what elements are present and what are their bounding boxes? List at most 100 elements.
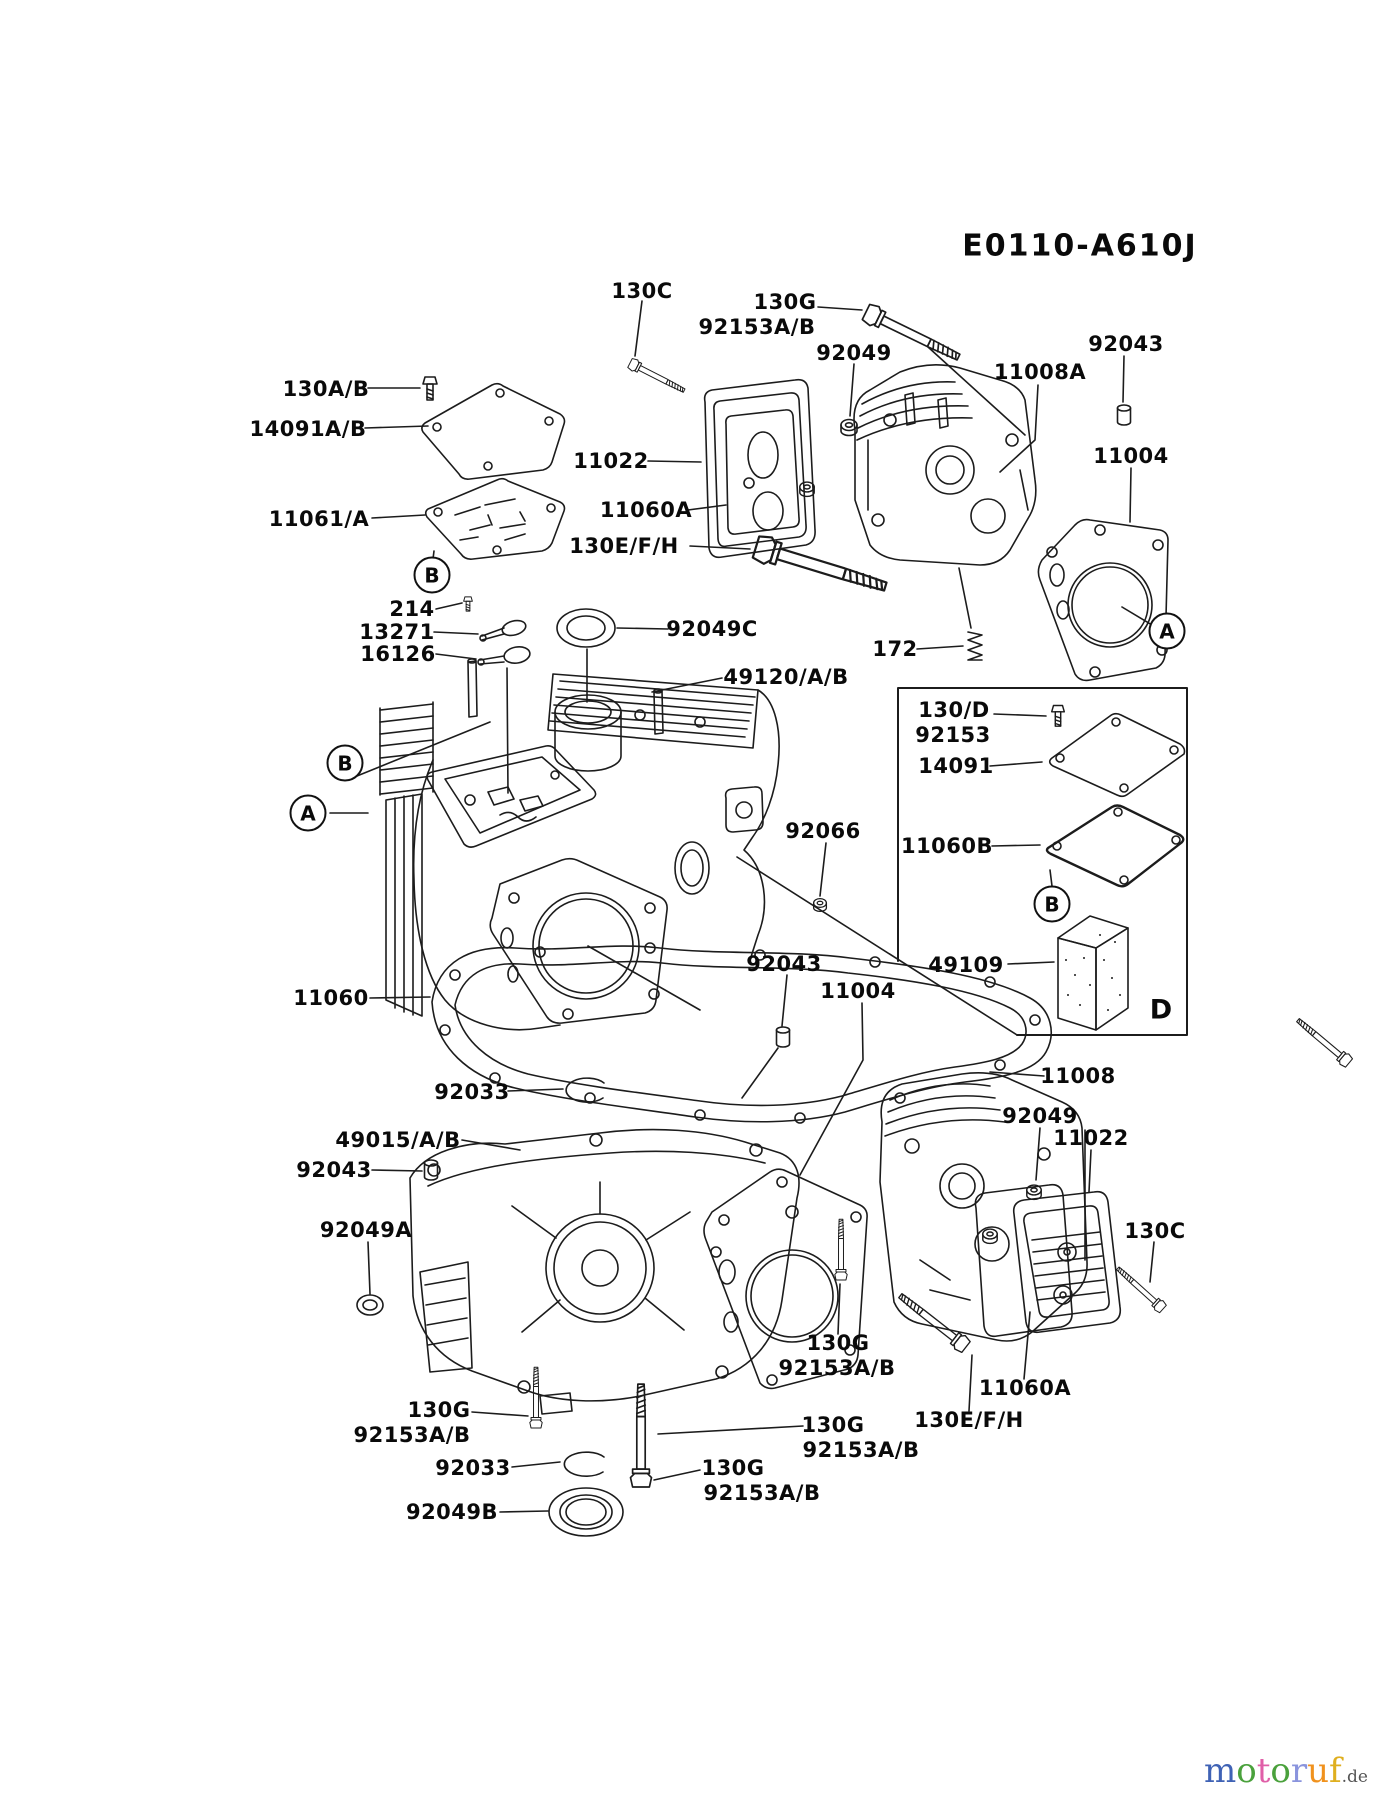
part-callout-130E-F-H: 130E/F/H [569, 534, 679, 558]
watermark-letter: f [1329, 1751, 1342, 1791]
inset-gasket-11060b [1045, 804, 1185, 888]
snap-ring-92033-icon [565, 1077, 605, 1103]
part-callout-11061-A: 11061/A [268, 507, 370, 531]
bolt-far-right-icon [1293, 1014, 1354, 1069]
part-callout-92153A-B: 92153A/B [778, 1356, 896, 1380]
part-callout-49120-A-B: 49120/A/B [723, 665, 849, 689]
part-callout-172: 172 [872, 637, 918, 661]
part-callout-92153A-B: 92153A/B [353, 1423, 471, 1447]
ref-marker-A: A [1148, 612, 1186, 650]
head-gasket-11004-bottom [703, 1168, 868, 1390]
part-callout-14091A-B: 14091A/B [249, 417, 367, 441]
inset-detail-box [736, 687, 1188, 1036]
part-callout-11004: 11004 [820, 979, 896, 1003]
watermark-logo: motoruf.de [1204, 1752, 1368, 1796]
part-callout-14091: 14091 [918, 754, 994, 778]
cylinder-head-11008-bottom [879, 1072, 1088, 1342]
ref-marker-D: D [1149, 994, 1173, 1026]
watermark-letter: o [1236, 1751, 1257, 1791]
bolt-130efh-bottom-icon [894, 1288, 972, 1355]
part-callout-92043: 92043 [1088, 332, 1164, 356]
bolt-130c-bottomright-icon [1113, 1263, 1168, 1315]
grommet-92049-top-icon [799, 418, 858, 498]
head-gasket-11004-top [1037, 518, 1169, 682]
dowel-92043-mid-icon [775, 1026, 791, 1048]
cylinder-head-11008a [853, 364, 1037, 566]
dowel-92043-top-icon [1116, 404, 1132, 426]
ref-marker-B: B [326, 744, 364, 782]
part-callout-92066: 92066 [785, 819, 861, 843]
cylinder-block-49120 [379, 658, 780, 1031]
part-callout-11004: 11004 [1093, 444, 1169, 468]
part-callout-130A-B: 130A/B [282, 377, 370, 401]
part-callout-92049C: 92049C [666, 617, 758, 641]
spring-172-icon [967, 631, 983, 661]
part-callout-92033: 92033 [435, 1456, 511, 1480]
gasket-11061a [424, 477, 566, 560]
part-callout-11060A: 11060A [978, 1376, 1072, 1400]
leader-lines [329, 300, 1155, 1513]
watermark-letter: o [1270, 1751, 1291, 1791]
part-callout-92049: 92049 [1002, 1104, 1078, 1128]
part-callout-130G: 130G [407, 1398, 471, 1422]
air-cleaner-cover-11022 [703, 378, 816, 559]
bolt-130c-top-icon [626, 356, 688, 397]
part-callout-11008A: 11008A [993, 360, 1087, 384]
part-callout-92049A: 92049A [319, 1218, 413, 1242]
inset-screw-130d-icon [1050, 704, 1066, 727]
inset-plate-14091 [1048, 712, 1186, 798]
part-callout-92049: 92049 [816, 341, 892, 365]
part-callout-92153A-B: 92153A/B [802, 1438, 920, 1462]
ref-marker-B: B [413, 556, 451, 594]
part-callout-130G: 130G [701, 1456, 765, 1480]
part-callout-11022: 11022 [573, 449, 649, 473]
seal-92049b-icon [548, 1487, 624, 1537]
part-callout-130C: 130C [1124, 1219, 1186, 1243]
part-callout-11060A: 11060A [599, 498, 693, 522]
crankcase-cover-49015 [409, 1128, 800, 1415]
bolt-130g-bottommid-icon [629, 1383, 653, 1488]
part-callout-92153: 92153 [915, 723, 991, 747]
part-callout-130G: 130G [801, 1413, 865, 1437]
lever-13271-icon [479, 619, 527, 642]
part-callout-11008: 11008 [1040, 1064, 1116, 1088]
part-callout-130-D: 130/D [918, 698, 990, 722]
element-49109 [1057, 915, 1129, 1031]
dowel-92043-bottom-icon [423, 1159, 439, 1181]
part-callout-92033: 92033 [434, 1080, 510, 1104]
part-callout-49015-A-B: 49015/A/B [335, 1128, 461, 1152]
snap-ring-92033-2-icon [563, 1451, 605, 1477]
watermark-letter: m [1203, 1751, 1237, 1791]
part-callout-214: 214 [389, 597, 435, 621]
bolt-130ab-icon [422, 376, 438, 401]
part-callout-11060: 11060 [293, 986, 369, 1010]
seal-92049a-icon [356, 1294, 384, 1316]
part-callout-13271: 13271 [359, 620, 435, 644]
ref-marker-A: A [289, 794, 327, 832]
gasket-11060a-bottom [974, 1183, 1073, 1338]
part-callout-92153A-B: 92153A/B [703, 1481, 821, 1505]
watermark-letter: t [1256, 1751, 1271, 1791]
bolt-130g-bottomright-icon [834, 1218, 848, 1281]
watermark-letter: r [1290, 1751, 1308, 1791]
gasket-11060 [431, 942, 1052, 1124]
watermark-suffix: .de [1341, 1767, 1368, 1787]
part-callout-130C: 130C [611, 279, 673, 303]
part-callout-16126: 16126 [360, 642, 436, 666]
part-callout-92153A-B: 92153A/B [698, 315, 816, 339]
part-callout-11060B: 11060B [900, 834, 994, 858]
diagram-code-title: E0110-A610J [962, 228, 1198, 264]
part-callout-92049B: 92049B [405, 1500, 499, 1524]
muffler-cover-11022-bottom [1012, 1190, 1122, 1334]
lever-16126-icon [477, 646, 531, 666]
part-callout-130G: 130G [753, 290, 817, 314]
part-callout-92043: 92043 [296, 1158, 372, 1182]
oil-seal-92049c-icon [556, 608, 616, 648]
watermark-letter: u [1307, 1751, 1330, 1791]
part-callout-130G: 130G [806, 1331, 870, 1355]
screw-214-icon [463, 596, 473, 612]
part-callout-49109: 49109 [928, 953, 1004, 977]
ref-marker-B: B [1033, 885, 1071, 923]
